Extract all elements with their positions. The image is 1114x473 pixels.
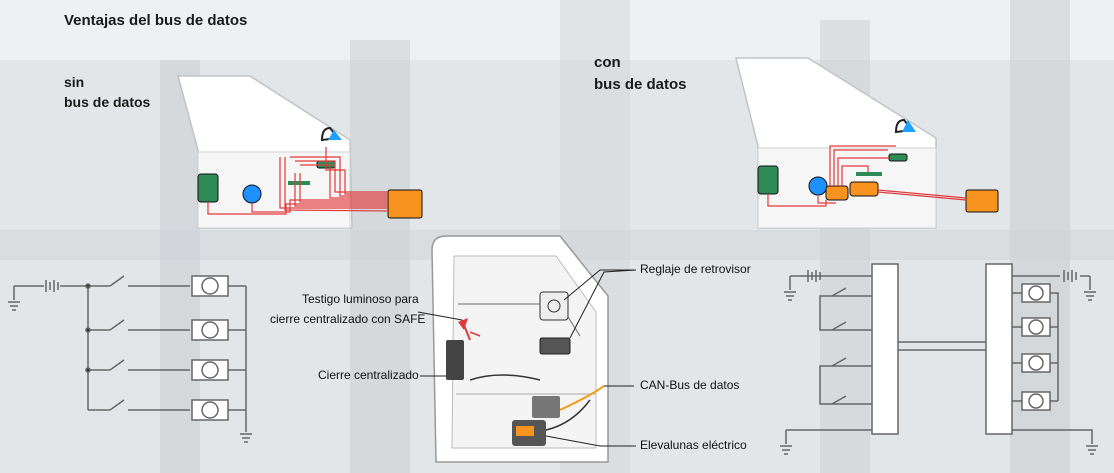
control-switch-icon-right <box>888 153 908 162</box>
switch-row-3 <box>109 359 246 381</box>
door-ecu-2 <box>849 181 879 197</box>
door-with-bus <box>735 57 999 229</box>
switch-row-1 <box>109 275 246 297</box>
wire-harness-left <box>207 147 389 215</box>
mirror-switch-icon <box>539 291 569 321</box>
motor-1 <box>1021 283 1051 303</box>
warning-light-label-1: Testigo luminoso para <box>302 292 419 306</box>
door-without-bus <box>177 75 423 229</box>
central-lock-actuator <box>446 340 464 380</box>
wire-harness-right <box>767 145 967 207</box>
control-unit-left <box>387 189 423 219</box>
window-switch-icon-right <box>757 165 779 195</box>
connector-strip <box>288 181 310 185</box>
bus-node-right <box>985 263 1013 435</box>
connector-strip-right <box>856 172 882 176</box>
page-title: Ventajas del bus de datos <box>64 12 248 29</box>
mirror-icon <box>320 126 342 142</box>
window-switch-icon <box>197 173 219 203</box>
control-unit-right <box>965 189 999 213</box>
switch-row-4 <box>109 399 246 421</box>
lock-motor-icon <box>242 184 262 204</box>
door-control-unit <box>532 396 560 418</box>
with-bus-label-line1: con <box>594 54 621 71</box>
motor-4 <box>1021 391 1051 411</box>
window-switch-panel <box>539 337 571 355</box>
warning-light-label-2: cierre centralizado con SAFE <box>270 312 426 326</box>
with-bus-label-line2: bus de datos <box>594 76 687 93</box>
window-lift-label: Elevalunas eléctrico <box>640 438 747 452</box>
door-ecu-1 <box>825 185 849 201</box>
central-lock-label: Cierre centralizado <box>318 368 419 382</box>
without-bus-label-line2: bus de datos <box>64 94 151 110</box>
without-bus-label-line1: sin <box>64 74 85 90</box>
mirror-adjust-label: Reglaje de retrovisor <box>640 262 751 276</box>
circuit-with-bus <box>780 263 1098 455</box>
motor-3 <box>1021 353 1051 373</box>
mirror-icon-right <box>894 118 916 134</box>
switch-row-2 <box>109 319 246 341</box>
circuit-without-bus <box>8 275 252 443</box>
can-bus-line <box>559 385 605 411</box>
bus-node-left <box>871 263 899 435</box>
door-interior-illustration <box>417 235 637 463</box>
can-bus-label: CAN-Bus de datos <box>640 378 740 392</box>
lock-motor-icon-right <box>808 176 828 196</box>
motor-2 <box>1021 317 1051 337</box>
